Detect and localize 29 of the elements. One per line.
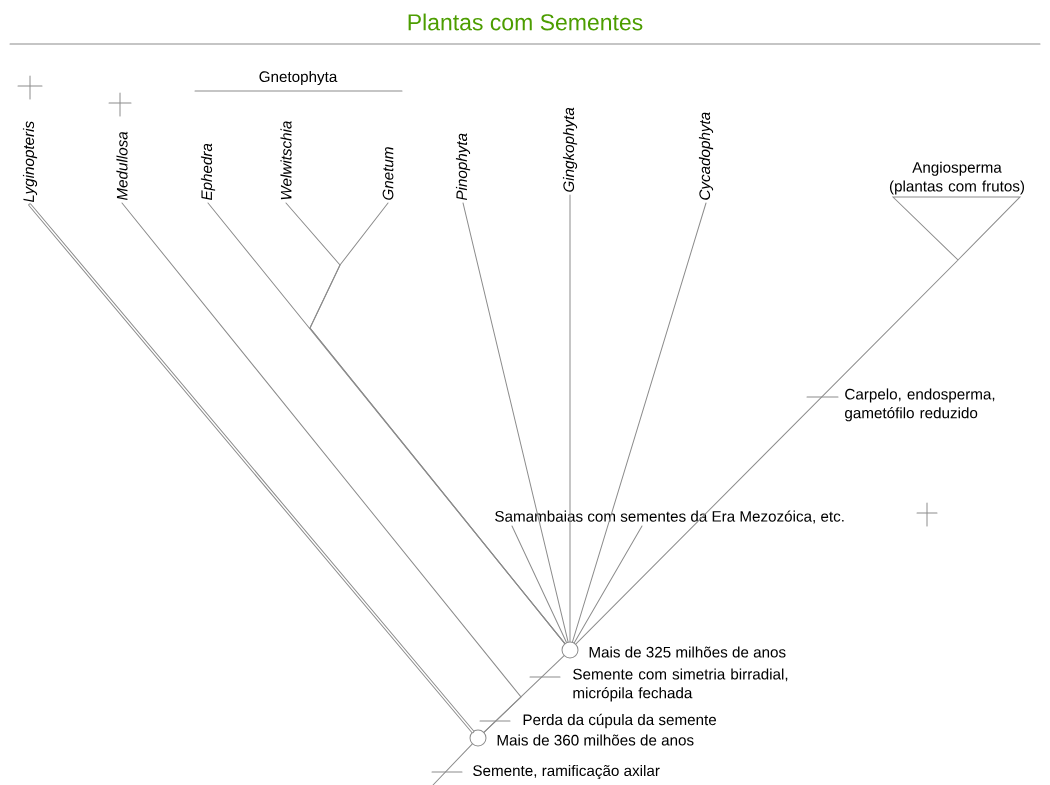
branch-line: [569, 194, 571, 642]
branch-line: [432, 743, 473, 785]
character-label: Perda da cúpula da semente: [523, 713, 717, 729]
taxon-label: Welwitschia: [280, 121, 292, 200]
branch-line: [572, 202, 707, 643]
branch-line: [462, 202, 569, 643]
clade-label: Gnetophyta: [259, 70, 338, 86]
taxon-label: Medullosa: [116, 131, 128, 201]
node-circle: [561, 641, 579, 659]
node-circle: [469, 729, 487, 747]
taxon-label: Lyginopteris: [22, 121, 38, 203]
character-label: Semente, ramificação axilar: [473, 764, 660, 780]
taxon-label: Gingkophyta: [562, 107, 578, 192]
branch-line: [121, 202, 522, 733]
clade-label: Angiosperma (plantas com frutos): [889, 161, 1025, 195]
character-label: Semente com simetria birradial, micrópila fechada: [573, 668, 788, 702]
character-label: Carpelo, endosperma, gametófilo reduzido: [845, 388, 995, 422]
taxon-label: Gnetum: [382, 147, 394, 200]
taxon-label: Cycadophyta: [698, 112, 714, 200]
branch-line: [573, 525, 643, 644]
taxon-label: Ephedra: [200, 143, 216, 201]
branch-line: [28, 203, 475, 734]
age-label: Mais de 360 milhões de anos: [497, 734, 694, 746]
taxon-label: Pinophyta: [455, 133, 471, 201]
title: Plantas com Sementes: [408, 13, 643, 31]
age-label: Mais de 325 milhões de anos: [589, 646, 786, 658]
group-label: Samambaias com sementes da Era Mezozóica, etc.: [495, 510, 844, 524]
branch-line: [511, 525, 567, 643]
branch-line: [575, 196, 1021, 645]
